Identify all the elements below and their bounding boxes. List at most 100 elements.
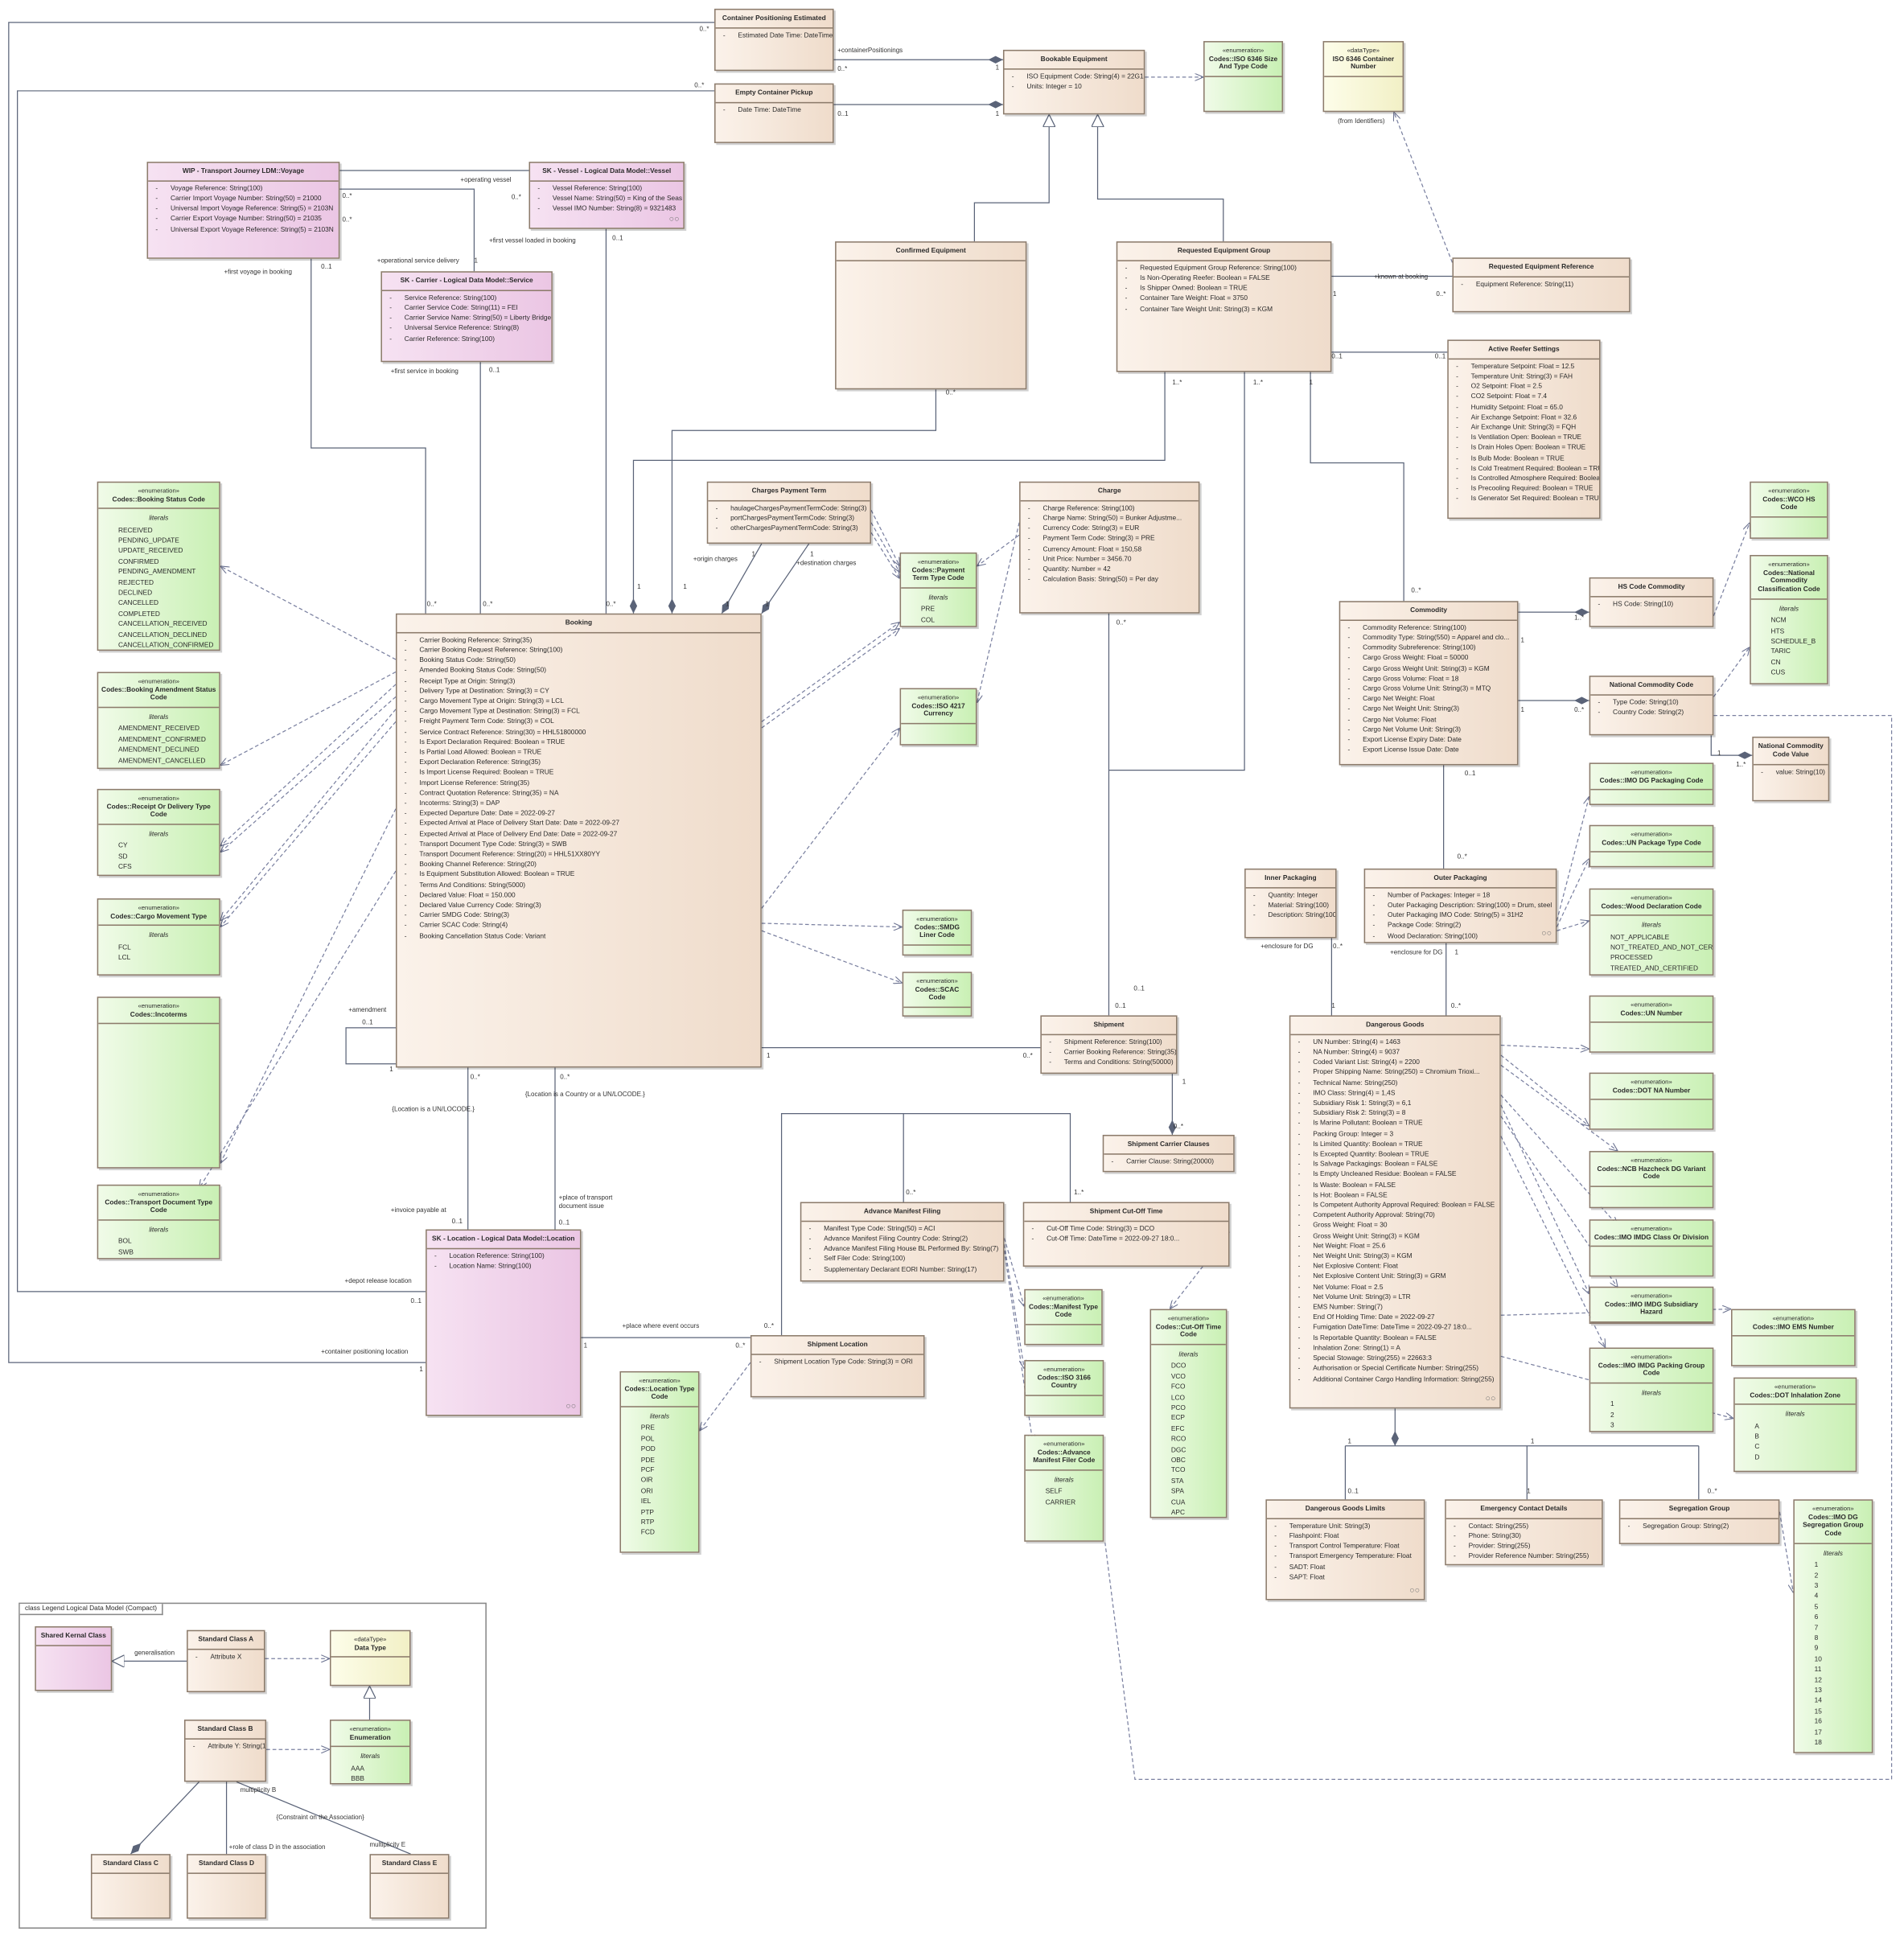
enumeration-dotna[interactable]: «enumeration»Codes::DOT NA Number bbox=[1589, 1072, 1714, 1130]
class-header: «enumeration»Codes::UN Package Type Code bbox=[1590, 826, 1713, 853]
class-shipment[interactable]: ShipmentShipment Reference: String(100)C… bbox=[1040, 1015, 1178, 1075]
attribute: Carrier Booking Reference: String(35) bbox=[401, 635, 756, 646]
attribute: Carrier Booking Request Reference: Strin… bbox=[401, 646, 756, 656]
enumeration-inco[interactable]: «enumeration»Codes::Incoterms bbox=[97, 996, 220, 1169]
attribute: Is Partial Load Allowed: Boolean = TRUE bbox=[401, 748, 756, 758]
enumeration-ems[interactable]: «enumeration»Codes::IMO EMS Number bbox=[1731, 1309, 1856, 1366]
enumeration-imopkg[interactable]: «enumeration»Codes::IMO DG Packaging Cod… bbox=[1589, 762, 1714, 805]
class-ncode[interactable]: National Commodity CodeType Code: String… bbox=[1589, 676, 1714, 736]
class-header: Active Reefer Settings bbox=[1448, 341, 1600, 360]
class-voyage[interactable]: WIP - Transport Journey LDM::VoyageVoyag… bbox=[146, 162, 340, 259]
enumeration-smdg[interactable]: «enumeration»Codes::SMDG Liner Code bbox=[902, 909, 973, 956]
class-lg-a[interactable]: Standard Class AAttribute X bbox=[187, 1629, 265, 1693]
class-hscc[interactable]: HS Code CommodityHS Code: String(10) bbox=[1589, 577, 1714, 627]
enumeration-scac[interactable]: «enumeration»Codes::SCAC Code bbox=[902, 972, 973, 1017]
attribute: Container Tare Weight: Float = 3750 bbox=[1121, 294, 1326, 305]
class-vessel[interactable]: SK - Vessel - Logical Data Model::Vessel… bbox=[528, 162, 685, 229]
enumeration-iso3166[interactable]: «enumeration»Codes::ISO 3166 Country bbox=[1024, 1359, 1104, 1416]
enumeration-unpkg[interactable]: «enumeration»Codes::UN Package Type Code bbox=[1589, 824, 1714, 868]
class-charge[interactable]: ChargeCharge Reference: String(100)Charg… bbox=[1019, 481, 1200, 614]
class-service[interactable]: SK - Carrier - Logical Data Model::Servi… bbox=[380, 271, 553, 363]
class-cpt[interactable]: Charges Payment TermhaulageChargesPaymen… bbox=[706, 481, 871, 544]
class-lg-shared[interactable]: Shared Kernal Class bbox=[35, 1626, 113, 1691]
enumeration-filer[interactable]: «enumeration»Codes::Advance Manifest Fil… bbox=[1024, 1434, 1104, 1542]
enumeration-wood[interactable]: «enumeration»Codes::Wood Declaration Cod… bbox=[1589, 888, 1714, 976]
class-commodity[interactable]: CommodityCommodity Reference: String(100… bbox=[1339, 601, 1519, 766]
enumeration-imoclass[interactable]: «enumeration»Codes::IMO IMDG Class Or Di… bbox=[1589, 1219, 1714, 1277]
class-confirmed[interactable]: Confirmed Equipment bbox=[835, 241, 1027, 390]
enumeration-manifesttype[interactable]: «enumeration»Codes::Manifest Type Code bbox=[1024, 1288, 1103, 1346]
class-title: Codes::Incoterms bbox=[130, 1011, 187, 1019]
enumeration-un[interactable]: «enumeration»Codes::UN Number bbox=[1589, 995, 1714, 1053]
attribute-list: Attribute Y: String(1) bbox=[186, 1740, 265, 1755]
class-inner[interactable]: Inner PackagingQuantity: IntegerMaterial… bbox=[1244, 868, 1337, 939]
class-cpe[interactable]: Container Positioning EstimatedEstimated… bbox=[714, 8, 834, 72]
enumeration-ncc[interactable]: «enumeration»Codes::National Commodity C… bbox=[1750, 555, 1828, 684]
class-dgl[interactable]: Dangerous Goods LimitsTemperature Unit: … bbox=[1265, 1499, 1425, 1601]
enumeration-wcohs[interactable]: «enumeration»Codes::WCO HS Code bbox=[1750, 481, 1828, 539]
class-lg-b[interactable]: Standard Class BAttribute Y: String(1) bbox=[183, 1720, 267, 1782]
class-sg[interactable]: Segregation GroupSegregation Group: Stri… bbox=[1618, 1499, 1780, 1544]
class-header: «enumeration»Codes::Wood Declaration Cod… bbox=[1590, 890, 1713, 917]
class-amf[interactable]: Advance Manifest FilingManifest Type Cod… bbox=[800, 1202, 1005, 1282]
class-title: Codes::Manifest Type Code bbox=[1028, 1303, 1099, 1320]
class-lg-d[interactable]: Standard Class D bbox=[187, 1854, 267, 1919]
class-sloc[interactable]: Shipment LocationShipment Location Type … bbox=[750, 1335, 925, 1398]
class-title: Codes::Transport Document Type Code bbox=[105, 1198, 213, 1215]
enumeration-sgc[interactable]: «enumeration»Codes::IMO DG Segregation G… bbox=[1793, 1499, 1873, 1753]
enumeration-ncb[interactable]: «enumeration»Codes::NCB Hazcheck DG Vari… bbox=[1589, 1151, 1714, 1209]
attribute: Currency Code: String(3) = EUR bbox=[1024, 524, 1195, 535]
attribute: Charge Name: String(50) = Bunker Adjustm… bbox=[1024, 514, 1195, 524]
class-lg-c[interactable]: Standard Class C bbox=[90, 1854, 171, 1919]
datatype-lg-dt[interactable]: «dataType»Data Type bbox=[329, 1629, 411, 1687]
enum-literal: CFS bbox=[117, 863, 132, 872]
enumeration-ptt[interactable]: «enumeration»Codes::Payment Term Type Co… bbox=[899, 552, 977, 627]
multiplicity-label: 0..* bbox=[1457, 853, 1467, 861]
class-title: Empty Container Pickup bbox=[735, 89, 813, 97]
enumeration-rdt[interactable]: «enumeration»Codes::Receipt Or Delivery … bbox=[97, 788, 220, 877]
attribute-list: Segregation Group: String(2) bbox=[1620, 1519, 1778, 1535]
stereotype-label: «enumeration» bbox=[916, 915, 958, 923]
stereotype-label: «enumeration» bbox=[1631, 1225, 1672, 1234]
enum-literal: PRE bbox=[640, 1424, 655, 1433]
class-sct[interactable]: Shipment Cut-Off TimeCut-Off Time Code: … bbox=[1022, 1202, 1230, 1267]
attribute: Outer Packaging IMO Code: String(5) = 31… bbox=[1369, 911, 1552, 922]
enumeration-imopg[interactable]: «enumeration»Codes::IMO IMDG Packing Gro… bbox=[1589, 1347, 1714, 1432]
class-be[interactable]: Bookable EquipmentISO Equipment Code: St… bbox=[1002, 49, 1145, 115]
enumeration-imosub[interactable]: «enumeration»Codes::IMO IMDG Subsidiary … bbox=[1589, 1286, 1714, 1325]
class-scc[interactable]: Shipment Carrier ClausesCarrier Clause: … bbox=[1102, 1134, 1235, 1173]
class-booking[interactable]: BookingCarrier Booking Reference: String… bbox=[395, 613, 762, 1068]
attribute: Advance Manifest Filing Country Code: St… bbox=[805, 1235, 999, 1245]
enumeration-iso6346[interactable]: «enumeration»Codes::ISO 6346 Size And Ty… bbox=[1203, 41, 1284, 113]
class-reefer[interactable]: Active Reefer SettingsTemperature Setpoi… bbox=[1447, 339, 1601, 520]
class-lg-e[interactable]: Standard Class E bbox=[369, 1854, 450, 1919]
attribute: Universal Export Voyage Reference: Strin… bbox=[152, 224, 335, 235]
class-rer[interactable]: Requested Equipment ReferenceEquipment R… bbox=[1452, 257, 1631, 313]
dependency-line bbox=[220, 808, 397, 1164]
class-header: Advance Manifest Filing bbox=[801, 1203, 1003, 1222]
class-ecp[interactable]: Empty Container PickupDate Time: DateTim… bbox=[714, 83, 834, 143]
enum-literal: A bbox=[1754, 1423, 1759, 1431]
dependency-line bbox=[1003, 1238, 1025, 1306]
enumeration-tdt[interactable]: «enumeration»Codes::Transport Document T… bbox=[97, 1184, 220, 1259]
enumeration-iso4217[interactable]: «enumeration»Codes::ISO 4217 Currency bbox=[899, 688, 977, 746]
class-location[interactable]: SK - Location - Logical Data Model::Loca… bbox=[426, 1229, 582, 1416]
attribute: Technical Name: String(250) bbox=[1294, 1079, 1496, 1089]
enumeration-basc[interactable]: «enumeration»Codes::Booking Amendment St… bbox=[97, 672, 220, 770]
enum-literal: 9 bbox=[1814, 1645, 1819, 1654]
class-outer[interactable]: Outer PackagingNumber of Packages: Integ… bbox=[1363, 868, 1557, 943]
datatype-dt6346[interactable]: «dataType»ISO 6346 Container Number bbox=[1322, 41, 1404, 113]
class-dg[interactable]: Dangerous GoodsUN Number: String(4) = 14… bbox=[1289, 1015, 1501, 1409]
enum-literal: OBC bbox=[1170, 1457, 1186, 1465]
class-ncv[interactable]: National Commodity Code Valuevalue: Stri… bbox=[1752, 736, 1830, 802]
class-ecd[interactable]: Emergency Contact DetailsContact: String… bbox=[1445, 1499, 1603, 1566]
class-reg[interactable]: Requested Equipment GroupRequested Equip… bbox=[1116, 241, 1332, 372]
literals-heading: literals bbox=[1641, 1390, 1662, 1398]
attribute-list: Location Reference: String(100)Location … bbox=[427, 1249, 580, 1275]
